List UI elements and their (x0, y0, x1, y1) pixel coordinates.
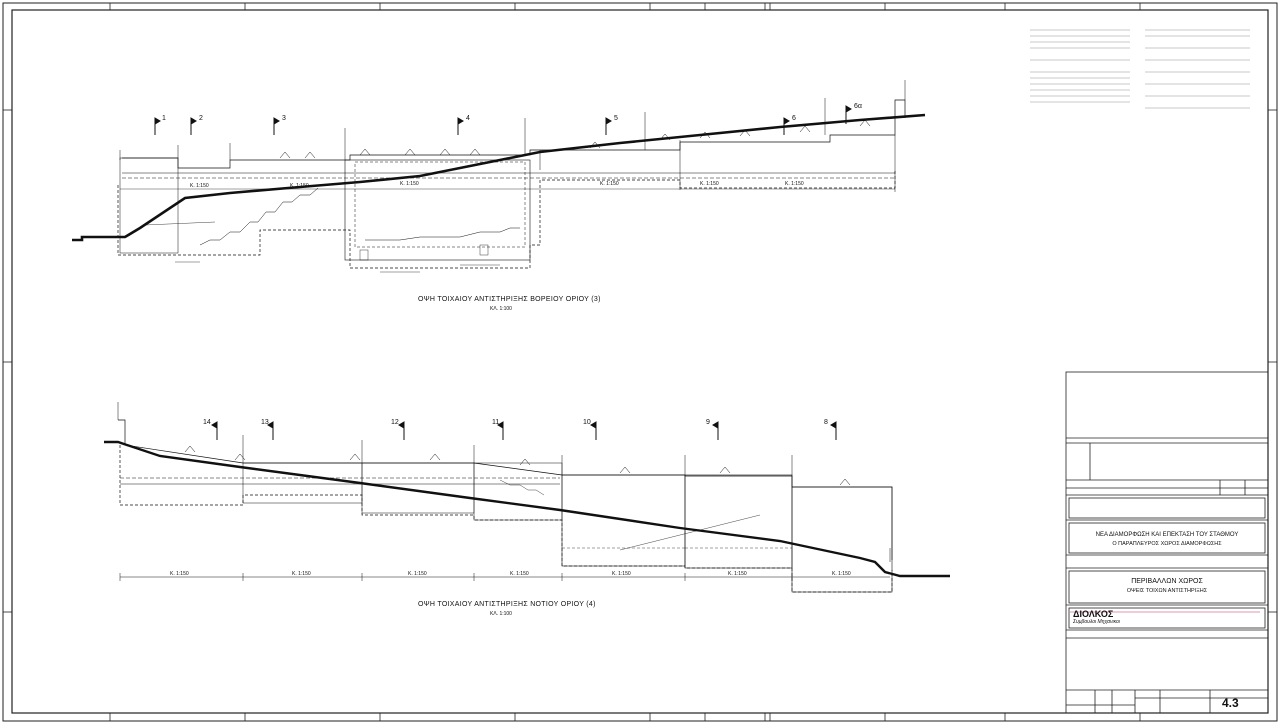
sheet-subtitle: ΟΨΕΙΣ ΤΟΙΧΩΝ ΑΝΤΙΣΤΗΡΙΞΗΣ (1126, 588, 1208, 594)
south-marker-12: 12 (391, 419, 399, 426)
company-name: ΔΙΟΛΚΟΣ (1073, 609, 1114, 619)
south-slope-label: Κ. 1:150 (292, 571, 311, 577)
south-wall-top (118, 419, 893, 560)
south-slope-label: Κ. 1:150 (612, 571, 631, 577)
south-slope-label: Κ. 1:150 (408, 571, 427, 577)
sheet-title: ΠΕΡΙΒΑΛΛΩΝ ΧΩΡΟΣ (1131, 578, 1203, 585)
north-slope-label: Κ. 1:150 (785, 181, 804, 187)
project-title-line2: Ο ΠΑΡΑΠΛΕΥΡΟΣ ΧΩΡΟΣ ΔΙΑΜΟΡΦΩΣΗΣ (1112, 541, 1222, 547)
north-elevation-title: ΟΨΗ ΤΟΙΧΑΙΟΥ ΑΝΤΙΣΤΗΡΙΞΗΣ ΒΟΡΕΙΟΥ ΟΡΙΟΥ … (418, 296, 601, 303)
south-elevation-scale: ΚΛ. 1:100 (490, 611, 512, 617)
north-slope-label: Κ. 1:150 (190, 183, 209, 189)
north-foundation-dashed (117, 170, 896, 269)
legend-block (1030, 29, 1250, 109)
north-section-flags (154, 105, 852, 135)
south-marker-11: 11 (492, 419, 500, 426)
north-marker-3: 3 (282, 115, 286, 122)
south-section-flags (211, 421, 837, 440)
south-slope-label: Κ. 1:150 (832, 571, 851, 577)
south-marker-10: 10 (583, 419, 591, 426)
north-marker-5: 5 (614, 115, 618, 122)
company-subtitle: Συμβουλοι Μηχανικοι (1073, 619, 1120, 625)
south-slope-label: Κ. 1:150 (510, 571, 529, 577)
project-title: ΝΕΑ ΔΙΑΜΟΡΦΩΣΗ ΚΑΙ ΕΠΕΚΤΑΣΗ ΤΟΥ ΣΤΑΘΜΟΥ (1095, 532, 1239, 538)
north-marker-6a: 6α (854, 103, 862, 110)
north-slope-label: Κ. 1:150 (600, 181, 619, 187)
north-ground-line (72, 113, 926, 242)
title-block-frame (1065, 371, 1269, 714)
south-marker-13: 13 (261, 419, 269, 426)
north-marker-2: 2 (199, 115, 203, 122)
north-elevation-scale: ΚΛ. 1:100 (490, 306, 512, 312)
south-ground-line (104, 440, 950, 578)
north-wall-top (122, 99, 906, 169)
south-slope-label: Κ. 1:150 (170, 571, 189, 577)
south-elevation (104, 402, 950, 593)
north-marker-1: 1 (162, 115, 166, 122)
south-slope-label: Κ. 1:150 (728, 571, 747, 577)
north-elevation (72, 80, 926, 273)
north-slope-label: Κ. 1:150 (700, 181, 719, 187)
south-marker-8: 8 (824, 419, 828, 426)
north-slope-label: Κ. 1:150 (400, 181, 419, 187)
sheet-number: 4.3 (1222, 696, 1239, 710)
north-marker-4: 4 (466, 115, 470, 122)
south-marker-14: 14 (203, 419, 211, 426)
border-grid-ticks (3, 2, 1277, 722)
south-elevation-title: ΟΨΗ ΤΟΙΧΑΙΟΥ ΑΝΤΙΣΤΗΡΙΞΗΣ ΝΟΤΙΟΥ ΟΡΙΟΥ (… (418, 601, 596, 608)
north-slope-label: Κ. 1:150 (290, 183, 309, 189)
south-marker-9: 9 (706, 419, 710, 426)
north-marker-6: 6 (792, 115, 796, 122)
